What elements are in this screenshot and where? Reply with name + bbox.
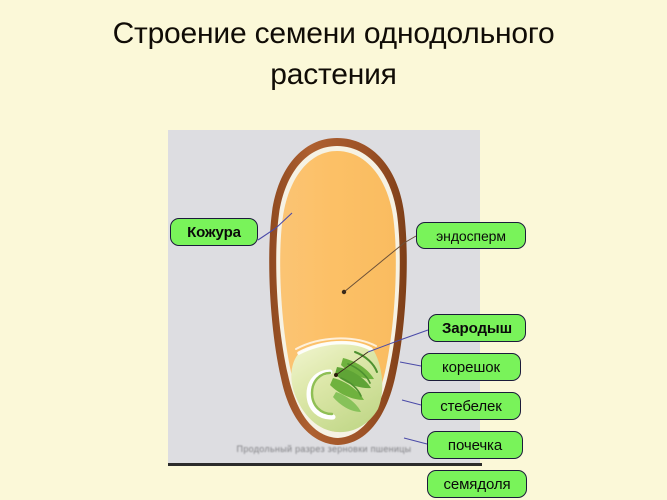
figure-bottom-rule <box>168 463 482 466</box>
label-embryo[interactable]: Зародыш <box>428 314 526 342</box>
label-seed-coat[interactable]: Кожура <box>170 218 258 246</box>
label-radicle[interactable]: корешок <box>421 353 521 381</box>
label-endosperm[interactable]: эндосперм <box>416 222 526 249</box>
label-cotyledon[interactable]: семядоля <box>427 470 527 498</box>
figure-caption: Продольный разрез зерновки пшеницы <box>236 444 412 454</box>
label-stem[interactable]: стебелек <box>421 392 521 420</box>
page-title: Строение семени однодольного растения <box>112 17 555 91</box>
label-bud[interactable]: почечка <box>427 431 523 459</box>
